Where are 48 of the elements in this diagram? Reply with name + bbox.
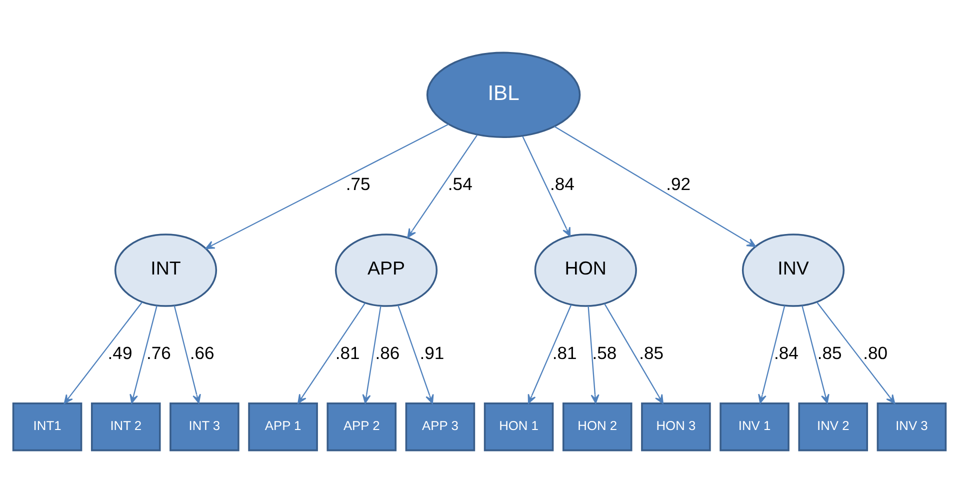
edge-label: .58 bbox=[592, 342, 617, 362]
arrow bbox=[758, 305, 786, 404]
arrow bbox=[588, 306, 600, 404]
node-box: APP 3 bbox=[405, 402, 476, 451]
arrow bbox=[604, 302, 664, 404]
arrow bbox=[205, 123, 449, 249]
arrow bbox=[130, 305, 158, 404]
node-ellipse: APP bbox=[334, 233, 438, 306]
node-box: INV 1 bbox=[720, 402, 790, 451]
node-box: HON 2 bbox=[562, 402, 632, 451]
edge-label: .76 bbox=[146, 342, 171, 362]
edge-label: .91 bbox=[420, 342, 444, 362]
arrow bbox=[298, 302, 366, 404]
node-box: INT1 bbox=[12, 402, 82, 451]
node-ellipse: IBL bbox=[426, 51, 581, 138]
edge-label: .92 bbox=[666, 173, 691, 194]
edge-label: .81 bbox=[335, 342, 360, 362]
arrow bbox=[816, 301, 896, 404]
edge-label: .84 bbox=[774, 342, 798, 362]
node-box: HON 1 bbox=[484, 402, 554, 451]
node-box: APP 2 bbox=[326, 402, 397, 451]
arrow bbox=[802, 305, 830, 404]
edge-label: .81 bbox=[552, 342, 577, 362]
arrow bbox=[522, 135, 571, 236]
edge-label: .80 bbox=[863, 342, 888, 362]
edge-label: .54 bbox=[448, 173, 472, 194]
node-ellipse: HON bbox=[534, 233, 637, 306]
arrow bbox=[362, 305, 382, 404]
edge-label: .84 bbox=[550, 173, 574, 194]
node-box: INT 3 bbox=[170, 402, 240, 451]
edge-label: .86 bbox=[375, 342, 400, 362]
node-ellipse: INV bbox=[742, 233, 845, 306]
node-box: APP 1 bbox=[248, 402, 318, 451]
edge-label: .85 bbox=[639, 342, 664, 362]
node-box: HON 3 bbox=[641, 402, 711, 451]
arrow bbox=[554, 125, 756, 247]
arrow bbox=[174, 305, 201, 404]
node-box: INT 2 bbox=[90, 402, 161, 451]
node-box: INV 3 bbox=[876, 402, 947, 451]
edge-label: .49 bbox=[108, 342, 132, 362]
node-box: INV 2 bbox=[798, 402, 868, 451]
arrow bbox=[398, 304, 434, 404]
arrow bbox=[407, 134, 478, 238]
arrow bbox=[528, 304, 572, 404]
arrow bbox=[64, 301, 143, 404]
edge-label: .85 bbox=[817, 342, 842, 362]
edge-label: .66 bbox=[190, 342, 214, 362]
edge-label: .75 bbox=[346, 173, 370, 194]
